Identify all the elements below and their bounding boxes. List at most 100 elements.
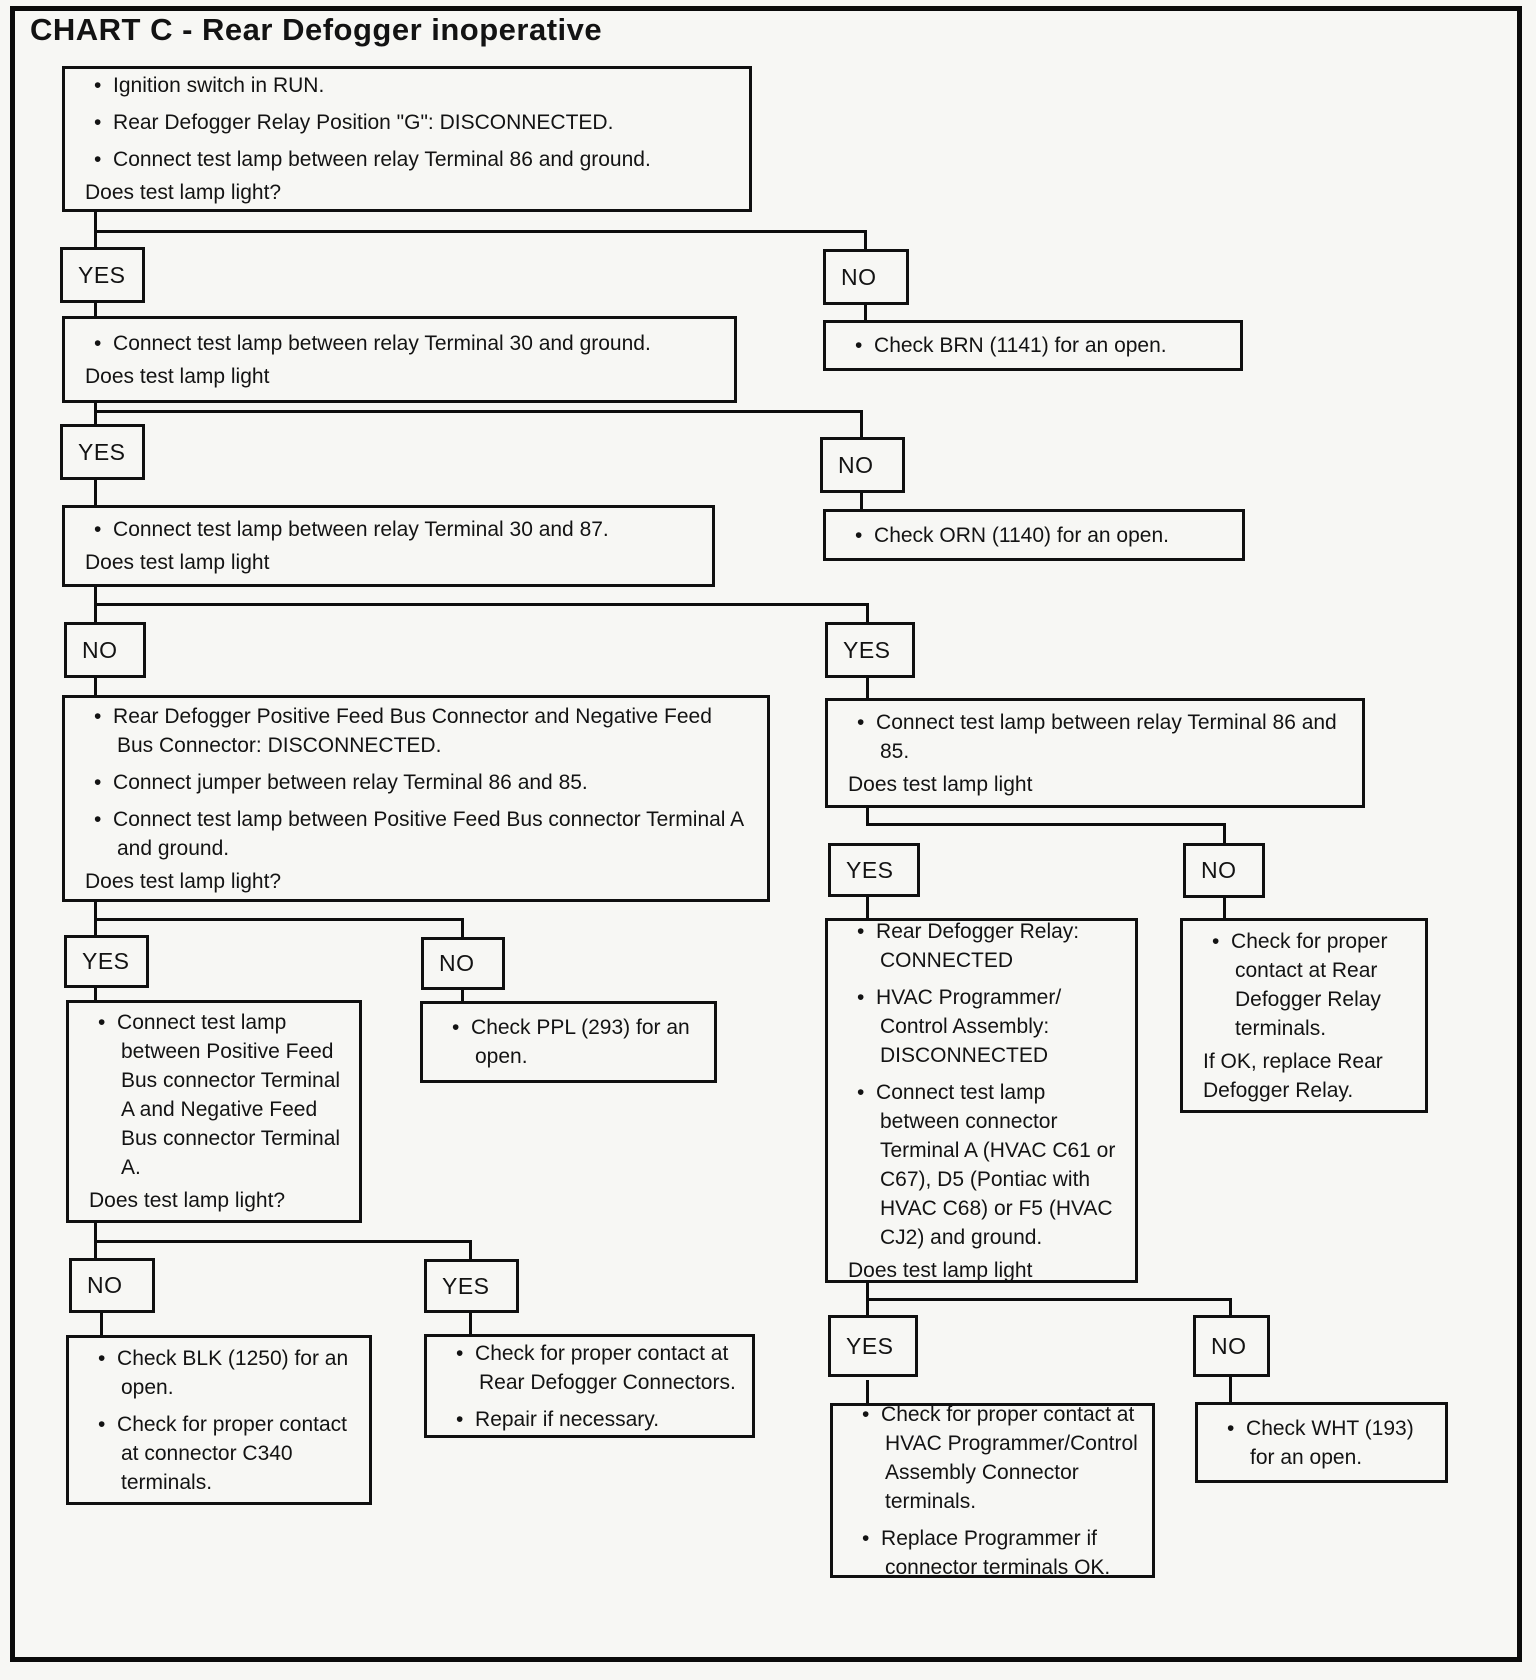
flow-box-pos-neg-lamp: Connect test lamp between Positive Feed …	[66, 1000, 362, 1223]
decision-1-no: NO	[823, 249, 909, 305]
bullet-item: Connect test lamp between relay Terminal…	[71, 143, 743, 176]
connector-line	[1229, 1298, 1232, 1316]
decision-label: NO	[82, 636, 118, 663]
connector-line	[469, 1240, 472, 1260]
flow-box-lamp-30-87: Connect test lamp between relay Terminal…	[62, 505, 715, 587]
flow-box-hvac-test: Rear Defogger Relay: CONNECTEDHVAC Progr…	[825, 918, 1138, 1283]
bullet-item: Check for proper contact at HVAC Program…	[839, 1398, 1146, 1518]
connector-line	[94, 603, 868, 606]
flow-box-check-ppl: Check PPL (293) for an open.	[420, 1001, 717, 1083]
bullet-item: HVAC Programmer/ Control Assembly: DISCO…	[834, 981, 1129, 1072]
connector-line	[1223, 898, 1226, 919]
question-line: Does test lamp light	[85, 364, 270, 388]
bullet-item: Repair if necessary.	[433, 1403, 746, 1436]
bullet-item: Rear Defogger Relay Position "G": DISCON…	[71, 106, 743, 139]
decision-3-yes: YES	[825, 622, 915, 678]
connector-line	[866, 823, 1226, 826]
decision-4-no: NO	[421, 937, 505, 990]
connector-line	[866, 806, 869, 826]
question-line: Does test lamp light?	[85, 181, 282, 204]
decision-4-yes: YES	[64, 935, 149, 988]
flow-box-check-blk: Check BLK (1250) for an open.Check for p…	[66, 1335, 372, 1505]
connector-line	[94, 988, 97, 1001]
decision-5-yes: YES	[424, 1259, 519, 1313]
connector-line	[94, 678, 97, 696]
bullet-item: Rear Defogger Positive Feed Bus Connecto…	[71, 700, 761, 762]
bullet-item: Connect test lamp between connector Term…	[834, 1076, 1129, 1254]
bullet-item: Check WHT (193) for an open.	[1204, 1412, 1439, 1474]
bullet-item: Connect jumper between relay Terminal 86…	[71, 766, 761, 799]
question-line: If OK, replace Rear Defogger Relay.	[1203, 1049, 1383, 1102]
bullet-item: Replace Programmer if connector terminal…	[839, 1522, 1146, 1584]
bullet-item: Connect test lamp between Positive Feed …	[75, 1006, 353, 1184]
decision-label: YES	[843, 636, 891, 663]
connector-line	[864, 230, 867, 250]
connector-line	[94, 480, 97, 506]
connector-line	[94, 918, 464, 921]
bullet-item: Check ORN (1140) for an open.	[832, 519, 1236, 552]
bullet-item: Check for proper contact at Rear Defogge…	[433, 1337, 746, 1399]
decision-2-no: NO	[820, 437, 905, 493]
decision-2-yes: YES	[60, 424, 145, 480]
connector-line	[866, 897, 869, 919]
flow-box-defogger-connectors: Check for proper contact at Rear Defogge…	[424, 1334, 755, 1438]
question-line: Does test lamp light	[848, 772, 1033, 796]
bullet-item: Rear Defogger Relay: CONNECTED	[834, 915, 1129, 977]
bullet-item: Check BRN (1141) for an open.	[832, 329, 1234, 362]
decision-label: YES	[846, 1332, 894, 1359]
decision-label: YES	[82, 948, 130, 974]
question-line: Does test lamp light	[848, 1258, 1033, 1282]
connector-line	[461, 990, 464, 1002]
question-line: Does test lamp light?	[85, 869, 282, 893]
connector-line	[94, 230, 866, 233]
flow-box-lamp-86-85: Connect test lamp between relay Terminal…	[825, 698, 1365, 808]
flow-box-feed-bus-test: Rear Defogger Positive Feed Bus Connecto…	[62, 695, 770, 902]
connector-line	[94, 1240, 472, 1243]
bullet-item: Connect test lamp between relay Terminal…	[71, 513, 706, 546]
bullet-item: Connect test lamp between Positive Feed …	[71, 803, 761, 865]
decision-label: NO	[841, 263, 877, 290]
flow-box-lamp-30-ground: Connect test lamp between relay Terminal…	[62, 316, 737, 403]
connector-line	[94, 410, 862, 413]
bullet-item: Connect test lamp between relay Terminal…	[834, 706, 1356, 768]
decision-label: NO	[1211, 1332, 1247, 1359]
decision-label: YES	[846, 856, 894, 883]
decision-label: YES	[78, 261, 126, 288]
connector-line	[866, 1380, 869, 1404]
decision-6-yes: YES	[828, 843, 920, 897]
flow-box-start: Ignition switch in RUN. Rear Defogger Rel…	[62, 66, 752, 212]
decision-1-yes: YES	[60, 247, 145, 303]
decision-label: NO	[1201, 857, 1237, 883]
bullet-item: Ignition switch in RUN.	[71, 69, 743, 102]
chart-title: CHART C - Rear Defogger inoperative	[30, 12, 603, 47]
decision-label: YES	[78, 438, 126, 465]
connector-line	[469, 1313, 472, 1335]
connector-line	[866, 678, 869, 699]
flow-box-check-wht: Check WHT (193) for an open.	[1195, 1402, 1448, 1483]
bullet-item: Check for proper contact at connector C3…	[75, 1408, 363, 1499]
decision-label: YES	[442, 1272, 490, 1299]
connector-line	[860, 493, 863, 510]
decision-label: NO	[439, 950, 475, 976]
connector-line	[1229, 1377, 1232, 1403]
connector-line	[866, 1298, 1232, 1301]
connector-line	[94, 303, 97, 317]
decision-label: NO	[87, 1272, 123, 1298]
decision-label: NO	[838, 451, 874, 478]
decision-5-no: NO	[69, 1258, 155, 1313]
decision-7-no: NO	[1193, 1315, 1270, 1377]
flow-box-check-brn: Check BRN (1141) for an open.	[823, 320, 1243, 371]
connector-line	[860, 410, 863, 438]
question-line: Does test lamp light	[85, 551, 270, 574]
flow-box-check-orn: Check ORN (1140) for an open.	[823, 509, 1245, 561]
bullet-item: Check BLK (1250) for an open.	[75, 1342, 363, 1404]
question-line: Does test lamp light?	[89, 1189, 286, 1212]
flow-box-relay-terminals: Check for proper contact at Rear Defogge…	[1180, 918, 1428, 1113]
connector-line	[100, 1313, 103, 1336]
page-border-frame	[10, 6, 1522, 1662]
connector-line	[461, 918, 464, 938]
connector-line	[94, 403, 97, 425]
bullet-item: Connect test lamp between relay Terminal…	[71, 327, 728, 360]
decision-6-no: NO	[1183, 843, 1265, 898]
